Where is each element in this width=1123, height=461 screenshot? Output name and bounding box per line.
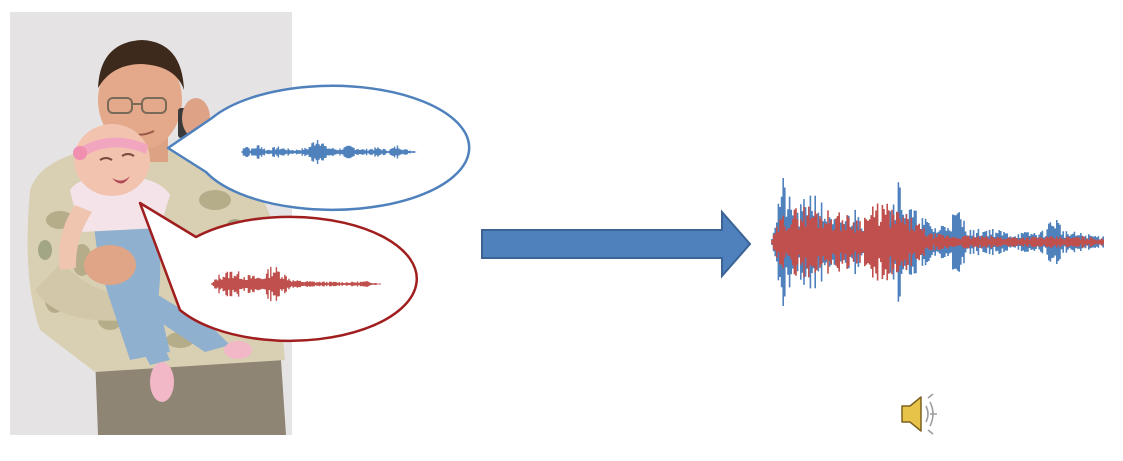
man-hand-lower — [84, 245, 136, 285]
waveform-man-voice — [241, 140, 417, 164]
baby-arm — [59, 205, 92, 270]
baby-eyes — [99, 153, 135, 161]
man-hair — [98, 40, 184, 90]
baby-headband-bow — [73, 146, 87, 160]
baby-sock-right — [224, 341, 252, 359]
baby-leg-right — [145, 290, 230, 352]
mixed-waveform-baby-layer — [771, 203, 1104, 281]
baby-leg-left — [115, 295, 170, 365]
baby-mouth — [112, 176, 130, 184]
speech-bubble-man-tail-cover — [205, 120, 217, 171]
sound-waves-icon — [925, 393, 937, 435]
baby-headband — [76, 137, 148, 160]
mixed-waveform-baby-path — [771, 203, 1104, 281]
waveform-man-voice-path — [241, 140, 417, 164]
speaker-body — [901, 396, 922, 432]
speaker-sound-icon[interactable] — [901, 393, 937, 435]
man-glasses — [107, 97, 167, 114]
speech-bubble-baby — [138, 201, 418, 343]
mixing-arrow — [481, 209, 752, 279]
mixed-waveform — [771, 178, 1104, 306]
baby-sock-left — [150, 362, 174, 402]
waveform-baby-voice-path — [211, 266, 381, 302]
waveform-baby-voice — [211, 266, 381, 302]
speech-bubble-man — [166, 84, 471, 212]
